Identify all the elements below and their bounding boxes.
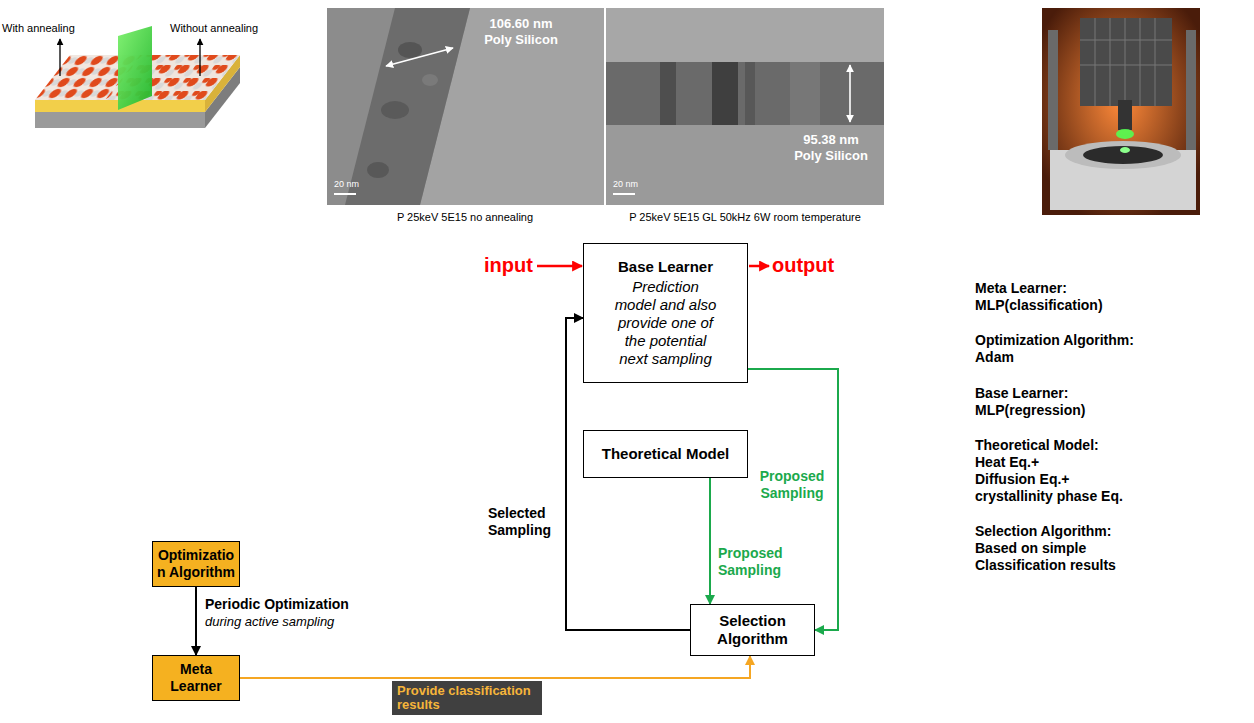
equipment-photo-part — [1125, 18, 1126, 106]
tem-image-part — [422, 74, 438, 86]
equipment-photo-part — [1080, 18, 1172, 106]
io-label: output — [772, 253, 834, 277]
dimension-label: 95.38 nm Poly Silicon — [788, 132, 874, 163]
tem-image-part — [790, 62, 820, 125]
legend-note: Selection Algorithm: — [975, 523, 1111, 540]
annealing-slab-part — [118, 26, 152, 110]
box-title: Base Learner — [618, 258, 713, 276]
io-arrow-part — [537, 265, 582, 268]
legend-note: Heat Eq.+ — [975, 454, 1039, 471]
box-body: Prediction model and also provide one of… — [612, 278, 719, 368]
figure-label: Without annealing — [170, 22, 258, 35]
box-title: Meta Learner — [156, 661, 236, 695]
tem-image-part — [345, 8, 470, 205]
connector-arrow — [195, 587, 197, 655]
tem-image-part — [334, 193, 356, 195]
tem-image-part — [381, 101, 409, 119]
tem-image-part — [613, 193, 635, 195]
legend-note: Base Learner: — [975, 385, 1068, 402]
connector-arrow — [240, 656, 750, 678]
tem-image-part — [712, 62, 738, 125]
dimension-label: 106.60 nm Poly Silicon — [478, 16, 564, 47]
io-arrow-part — [749, 265, 769, 268]
figure-caption: P 25keV 5E15 GL 50kHz 6W room temperatur… — [606, 211, 884, 224]
tem-image-part — [660, 62, 676, 125]
equipment-photo-part — [1080, 40, 1172, 41]
legend-note: crystallinity phase Eq. — [975, 488, 1123, 505]
tem-image — [327, 8, 604, 205]
edge-label: Proposed Sampling — [718, 545, 790, 579]
equipment-photo-part — [1186, 30, 1196, 150]
equipment-photo-part — [1118, 100, 1132, 130]
equipment-photo-part — [1140, 18, 1141, 106]
figure-label: With annealing — [2, 22, 75, 35]
equipment-photo-part — [1083, 146, 1163, 164]
edge-note: during active sampling — [205, 614, 334, 630]
equipment-photo-part — [1110, 18, 1111, 106]
annealing-slab-part — [35, 112, 205, 128]
box-title: Optimizatio n Algorithm — [156, 547, 236, 581]
scale-bar-label: 20 nm — [613, 179, 638, 190]
edge-label: Selected Sampling — [488, 505, 560, 539]
annealing-slab-part — [59, 39, 60, 76]
equipment-photo-part — [1048, 30, 1058, 150]
tem-image-part — [606, 8, 884, 205]
box-title: Theoretical Model — [602, 445, 730, 463]
equipment-photo-part — [1080, 65, 1172, 66]
equipment-photo-part — [1065, 141, 1181, 169]
connector-arrow — [748, 369, 838, 630]
tem-image-part — [849, 65, 851, 122]
tem-image-part — [327, 8, 604, 205]
figure-caption: P 25keV 5E15 no annealing — [335, 211, 595, 224]
legend-note: Based on simple — [975, 540, 1086, 557]
tem-image-part — [367, 162, 389, 178]
edge-label: Periodic Optimization — [205, 596, 349, 613]
equipment-photo-part — [1155, 18, 1156, 106]
tem-image-part — [606, 125, 884, 205]
tem-image-part — [745, 62, 755, 125]
equipment-photo-part — [1042, 8, 1200, 215]
edge-label: Proposed Sampling — [756, 468, 828, 502]
legend-note: Adam — [975, 349, 1014, 366]
legend-note: Classification results — [975, 557, 1116, 574]
box-title: Selection Algorithm — [699, 612, 806, 648]
connector-arrow — [709, 478, 711, 604]
tem-image-part — [398, 42, 422, 58]
legend-note: Meta Learner: — [975, 280, 1067, 297]
equipment-photo-part — [1095, 18, 1096, 106]
tem-image-part — [386, 48, 453, 66]
annealing-slab-part — [199, 39, 200, 76]
legend-note: Theoretical Model: — [975, 437, 1099, 454]
legend-note: MLP(classification) — [975, 297, 1103, 314]
equipment-photo — [1042, 8, 1200, 215]
process-box: Meta Learner — [152, 655, 240, 701]
equipment-photo-part — [1116, 129, 1134, 139]
process-box: Theoretical Model — [583, 430, 748, 478]
legend-note: Diffusion Eq.+ — [975, 471, 1070, 488]
equipment-photo-part — [1120, 147, 1130, 153]
process-box: Selection Algorithm — [690, 604, 815, 656]
tem-image — [606, 8, 884, 205]
process-box: Optimizatio n Algorithm — [152, 541, 240, 587]
legend-note: MLP(regression) — [975, 402, 1085, 419]
io-label: input — [484, 253, 533, 277]
process-box: Base LearnerPrediction model and also pr… — [583, 243, 748, 383]
legend-note: Optimization Algorithm: — [975, 332, 1134, 349]
scale-bar-label: 20 nm — [334, 179, 359, 190]
annealing-slab — [35, 26, 240, 128]
edge-label: Provide classification results — [392, 681, 542, 715]
tem-image-part — [606, 62, 884, 125]
